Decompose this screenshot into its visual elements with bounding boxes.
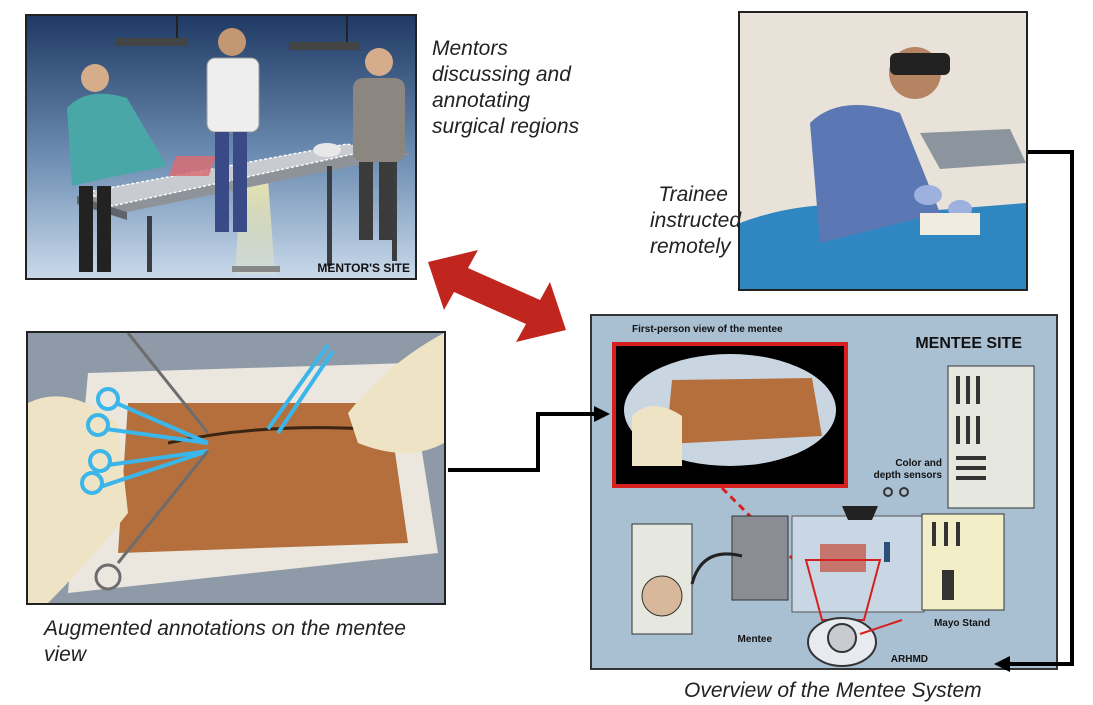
trainee-caption-line: remotely: [650, 235, 731, 258]
arhmd-label: ARHMD: [891, 654, 928, 665]
mentee-site-title: MENTEE SITE: [915, 335, 1022, 352]
annotation-clamps: [80, 343, 335, 495]
color-sensor-icon: [899, 487, 909, 497]
trainee-caption-line: Trainee: [658, 183, 728, 206]
trainee-photo-illustration: [740, 13, 1026, 289]
trainee-photo: [738, 11, 1028, 291]
mayo-stand-label: Mayo Stand: [934, 618, 990, 629]
mentors-caption: Mentors discussing and annotating surgic…: [432, 36, 579, 140]
trainee-caption-line: instructed: [650, 209, 742, 232]
depth-sensor-icon: [883, 487, 893, 497]
overview-caption: Overview of the Mentee System: [684, 679, 982, 702]
first-person-label: First-person view of the mentee: [632, 324, 783, 335]
augmented-caption: Augmented annotations on the mentee view: [44, 617, 406, 666]
sensors-label-line: depth sensors: [874, 470, 943, 481]
sensors-label-line: Color and: [895, 458, 942, 469]
mentors-caption-line: Mentors: [432, 37, 508, 60]
mentors-caption-line: annotating: [432, 89, 531, 112]
augmented-connector-line: [448, 412, 594, 472]
mentor-site-label: MENTOR'S SITE: [317, 261, 410, 275]
mentee-site-illustration: MENTEE SITE First-person view of the men…: [612, 324, 1035, 667]
mentors-caption-line: discussing and: [432, 63, 571, 86]
mentee-label: Mentee: [738, 634, 773, 645]
mentor-site-panel: MENTOR'S SITE: [25, 14, 417, 280]
mentee-site-panel: MENTEE SITE First-person view of the men…: [590, 314, 1058, 670]
mentor-site-illustration: MENTOR'S SITE: [27, 16, 415, 278]
augmented-view-photo: [26, 331, 446, 605]
augmented-view-illustration: [28, 333, 444, 603]
double-arrow-icon: [428, 250, 566, 342]
mentors-caption-line: surgical regions: [432, 115, 580, 138]
trainee-caption: Trainee instructed remotely: [650, 182, 742, 260]
